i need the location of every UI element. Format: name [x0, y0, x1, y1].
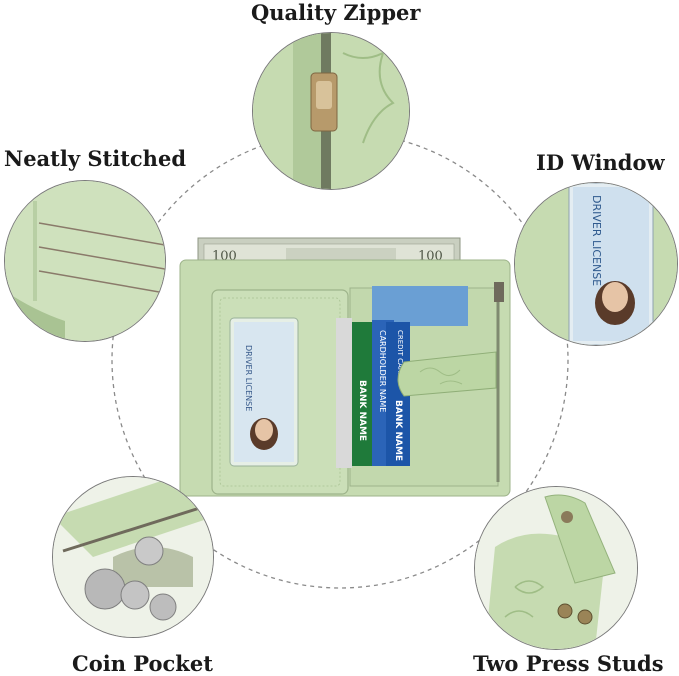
- zipper-detail-image: [253, 33, 409, 189]
- feature-label-id-window: ID Window: [536, 150, 665, 175]
- feature-label-press-studs: Two Press Studs: [473, 651, 664, 676]
- stitching-detail-circle: [4, 180, 166, 342]
- license-title: DRIVER LICENSE: [244, 345, 253, 411]
- stitching-detail-image: [5, 181, 165, 341]
- id-window-detail-image: DRIVER LICENSE: [515, 183, 677, 345]
- press-studs-detail-circle: [474, 486, 638, 650]
- press-studs-detail-image: [475, 487, 637, 649]
- id-window-license-title: DRIVER LICENSE: [590, 195, 603, 286]
- zipper-detail-circle: [252, 32, 410, 190]
- feature-label-zipper: Quality Zipper: [251, 0, 421, 25]
- card-bank-name-1: BANK NAME: [357, 380, 367, 441]
- coin-pocket-detail-circle: [52, 476, 214, 638]
- feature-label-stitched: Neatly Stitched: [4, 146, 186, 171]
- card-bank-name-2: BANK NAME: [393, 400, 403, 461]
- feature-label-coin-pocket: Coin Pocket: [72, 651, 213, 676]
- coin-pocket-detail-image: [53, 477, 213, 637]
- id-window-detail-circle: DRIVER LICENSE: [514, 182, 678, 346]
- card-credit-card: CREDIT CARD: [396, 330, 404, 378]
- card-cardholder: CARDHOLDER NAME: [378, 330, 387, 412]
